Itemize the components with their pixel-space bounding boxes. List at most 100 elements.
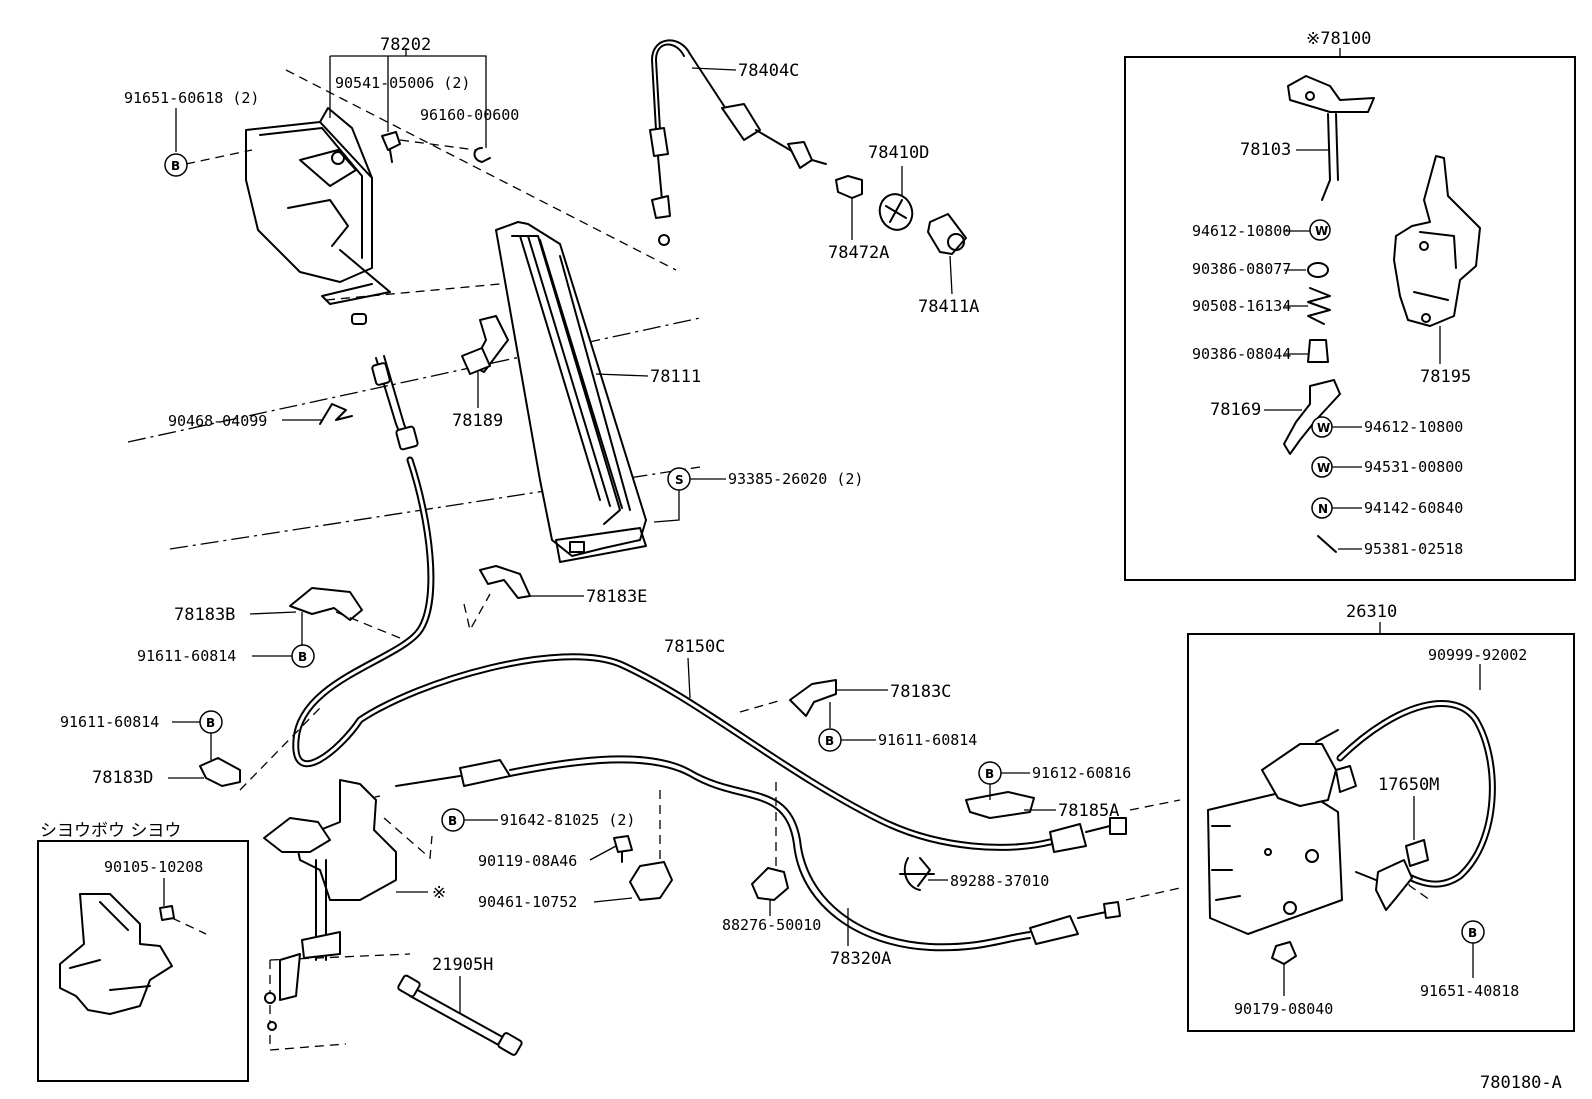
label-78183E: 78183E — [586, 587, 647, 607]
label-21905H: 21905H — [432, 955, 493, 975]
nut-90179 — [1271, 941, 1297, 965]
label-78169: 78169 — [1210, 400, 1261, 420]
bracket-78183C — [789, 679, 837, 717]
label-78183C: 78183C — [890, 682, 951, 702]
leader-78183C — [829, 689, 888, 728]
clip-88276 — [751, 867, 789, 901]
bracket-78185A — [965, 791, 1035, 819]
leader-78404C — [691, 67, 737, 71]
lever-78169 — [1283, 379, 1341, 455]
leader-90119 — [589, 845, 617, 861]
throttle-cable-78150C — [292, 456, 1127, 853]
label-91612: 91612-60816 — [1032, 764, 1131, 782]
clip-96160 — [473, 147, 491, 163]
bolt-90541 — [381, 131, 401, 163]
washer-94612-10800-upper — [1309, 219, 1331, 241]
label-93385: 93385-26020 (2) — [728, 470, 863, 488]
label-78410D: 78410D — [868, 143, 929, 163]
bracket-78183B — [289, 587, 363, 621]
label-90541: 90541-05006 (2) — [335, 74, 470, 92]
label-90468: 90468-04099 — [168, 412, 267, 430]
symbol-w-94531: W — [1317, 461, 1330, 475]
label-90461: 90461-10752 — [478, 893, 577, 911]
inset-bracket-drawing — [59, 893, 207, 1015]
label-91611-60814-c: 91611-60814 — [60, 713, 159, 731]
label-94612-10800-upper: 94612-10800 — [1192, 222, 1291, 240]
label-94612-10800-lower: 94612-10800 — [1364, 418, 1463, 436]
floor-reference-line-upper — [127, 317, 701, 443]
leader-93385 — [653, 478, 726, 523]
valve-17650M — [1355, 839, 1429, 911]
label-17650M: 17650M — [1378, 775, 1439, 795]
pedal-pin — [351, 313, 367, 325]
label-90386-08044: 90386-08044 — [1192, 345, 1291, 363]
leader-78111 — [595, 373, 649, 377]
label-90508: 90508-16134 — [1192, 297, 1291, 315]
svg-text:W: W — [1315, 224, 1328, 238]
label-91642: 91642-81025 (2) — [500, 811, 635, 829]
leader-90461 — [593, 897, 633, 903]
label-94531: 94531-00800 — [1364, 458, 1463, 476]
label-90179: 90179-08040 — [1234, 1000, 1333, 1018]
label-90386-08077: 90386-08077 — [1192, 260, 1291, 278]
label-90119: 90119-08A46 — [478, 852, 577, 870]
svg-text:B: B — [825, 734, 834, 748]
rod-78103 — [1321, 113, 1339, 201]
label-88276: 88276-50010 — [722, 916, 821, 934]
lever-78100 — [1287, 75, 1375, 113]
leader-78183B — [249, 611, 303, 648]
label-96160: 96160-00600 — [420, 106, 519, 124]
svg-text:B: B — [448, 814, 457, 828]
svg-text:W: W — [1317, 421, 1330, 435]
rod-21905H — [397, 974, 523, 1056]
pedal-rod — [371, 355, 419, 451]
symbol-b-91612: B — [978, 761, 1002, 785]
bracket-78183E — [479, 565, 531, 599]
leader-91611-60814-c — [172, 721, 212, 760]
label-91611-60814-a: 91611-60814 — [137, 647, 236, 665]
leader-78202 — [329, 48, 487, 148]
svg-text:B: B — [1468, 926, 1477, 940]
bolt-90119 — [613, 835, 633, 863]
clip-78472A — [835, 175, 863, 199]
detail-box-26310 — [1187, 633, 1575, 1032]
leader-dashes — [239, 593, 1431, 1051]
label-78320A: 78320A — [830, 949, 891, 969]
inset-box-fire-use — [37, 840, 249, 1082]
symbol-w-94612-upper: W — [1315, 224, 1328, 238]
svg-text:B: B — [298, 650, 307, 664]
label-78183B: 78183B — [174, 605, 235, 625]
diagram-id: 780180-A — [1480, 1073, 1562, 1093]
knob-78411A — [927, 213, 967, 255]
detail-box-78100 — [1124, 56, 1576, 581]
grommet-78410D — [878, 193, 914, 231]
actuator-26310 — [1207, 729, 1357, 935]
pedal-bracket-78202 — [245, 107, 391, 305]
label-78150C: 78150C — [664, 637, 725, 657]
pedal-bracket-dash-outline — [185, 69, 677, 301]
svg-text:B: B — [985, 767, 994, 781]
accelerator-pedal-78111 — [495, 221, 647, 563]
svg-text:B: B — [206, 716, 215, 730]
symbol-b-91642: B — [441, 808, 465, 832]
spring-90508 — [1307, 287, 1331, 325]
svg-text:N: N — [1318, 502, 1328, 516]
svg-text:W: W — [1317, 461, 1330, 475]
inset-title: シヨウボウ シヨウ — [40, 821, 181, 841]
label-90999: 90999-92002 — [1428, 646, 1527, 664]
label-91651-60618: 91651-60618 (2) — [124, 89, 259, 107]
label-78189: 78189 — [452, 411, 503, 431]
svg-text:S: S — [675, 473, 684, 487]
label-89288: 89288-37010 — [950, 872, 1049, 890]
label-78404C: 78404C — [738, 61, 799, 81]
hose-90999 — [1336, 700, 1496, 888]
label-78100: ※78100 — [1306, 29, 1371, 49]
symbol-b-91611-b: B — [818, 728, 842, 752]
leader-78150C — [687, 657, 691, 699]
label-78195: 78195 — [1420, 367, 1471, 387]
bracket-78183D — [199, 757, 241, 787]
label-91651-40818: 91651-40818 — [1420, 982, 1519, 1000]
bushing-90386-08077 — [1307, 262, 1329, 278]
svg-text:B: B — [171, 159, 180, 173]
